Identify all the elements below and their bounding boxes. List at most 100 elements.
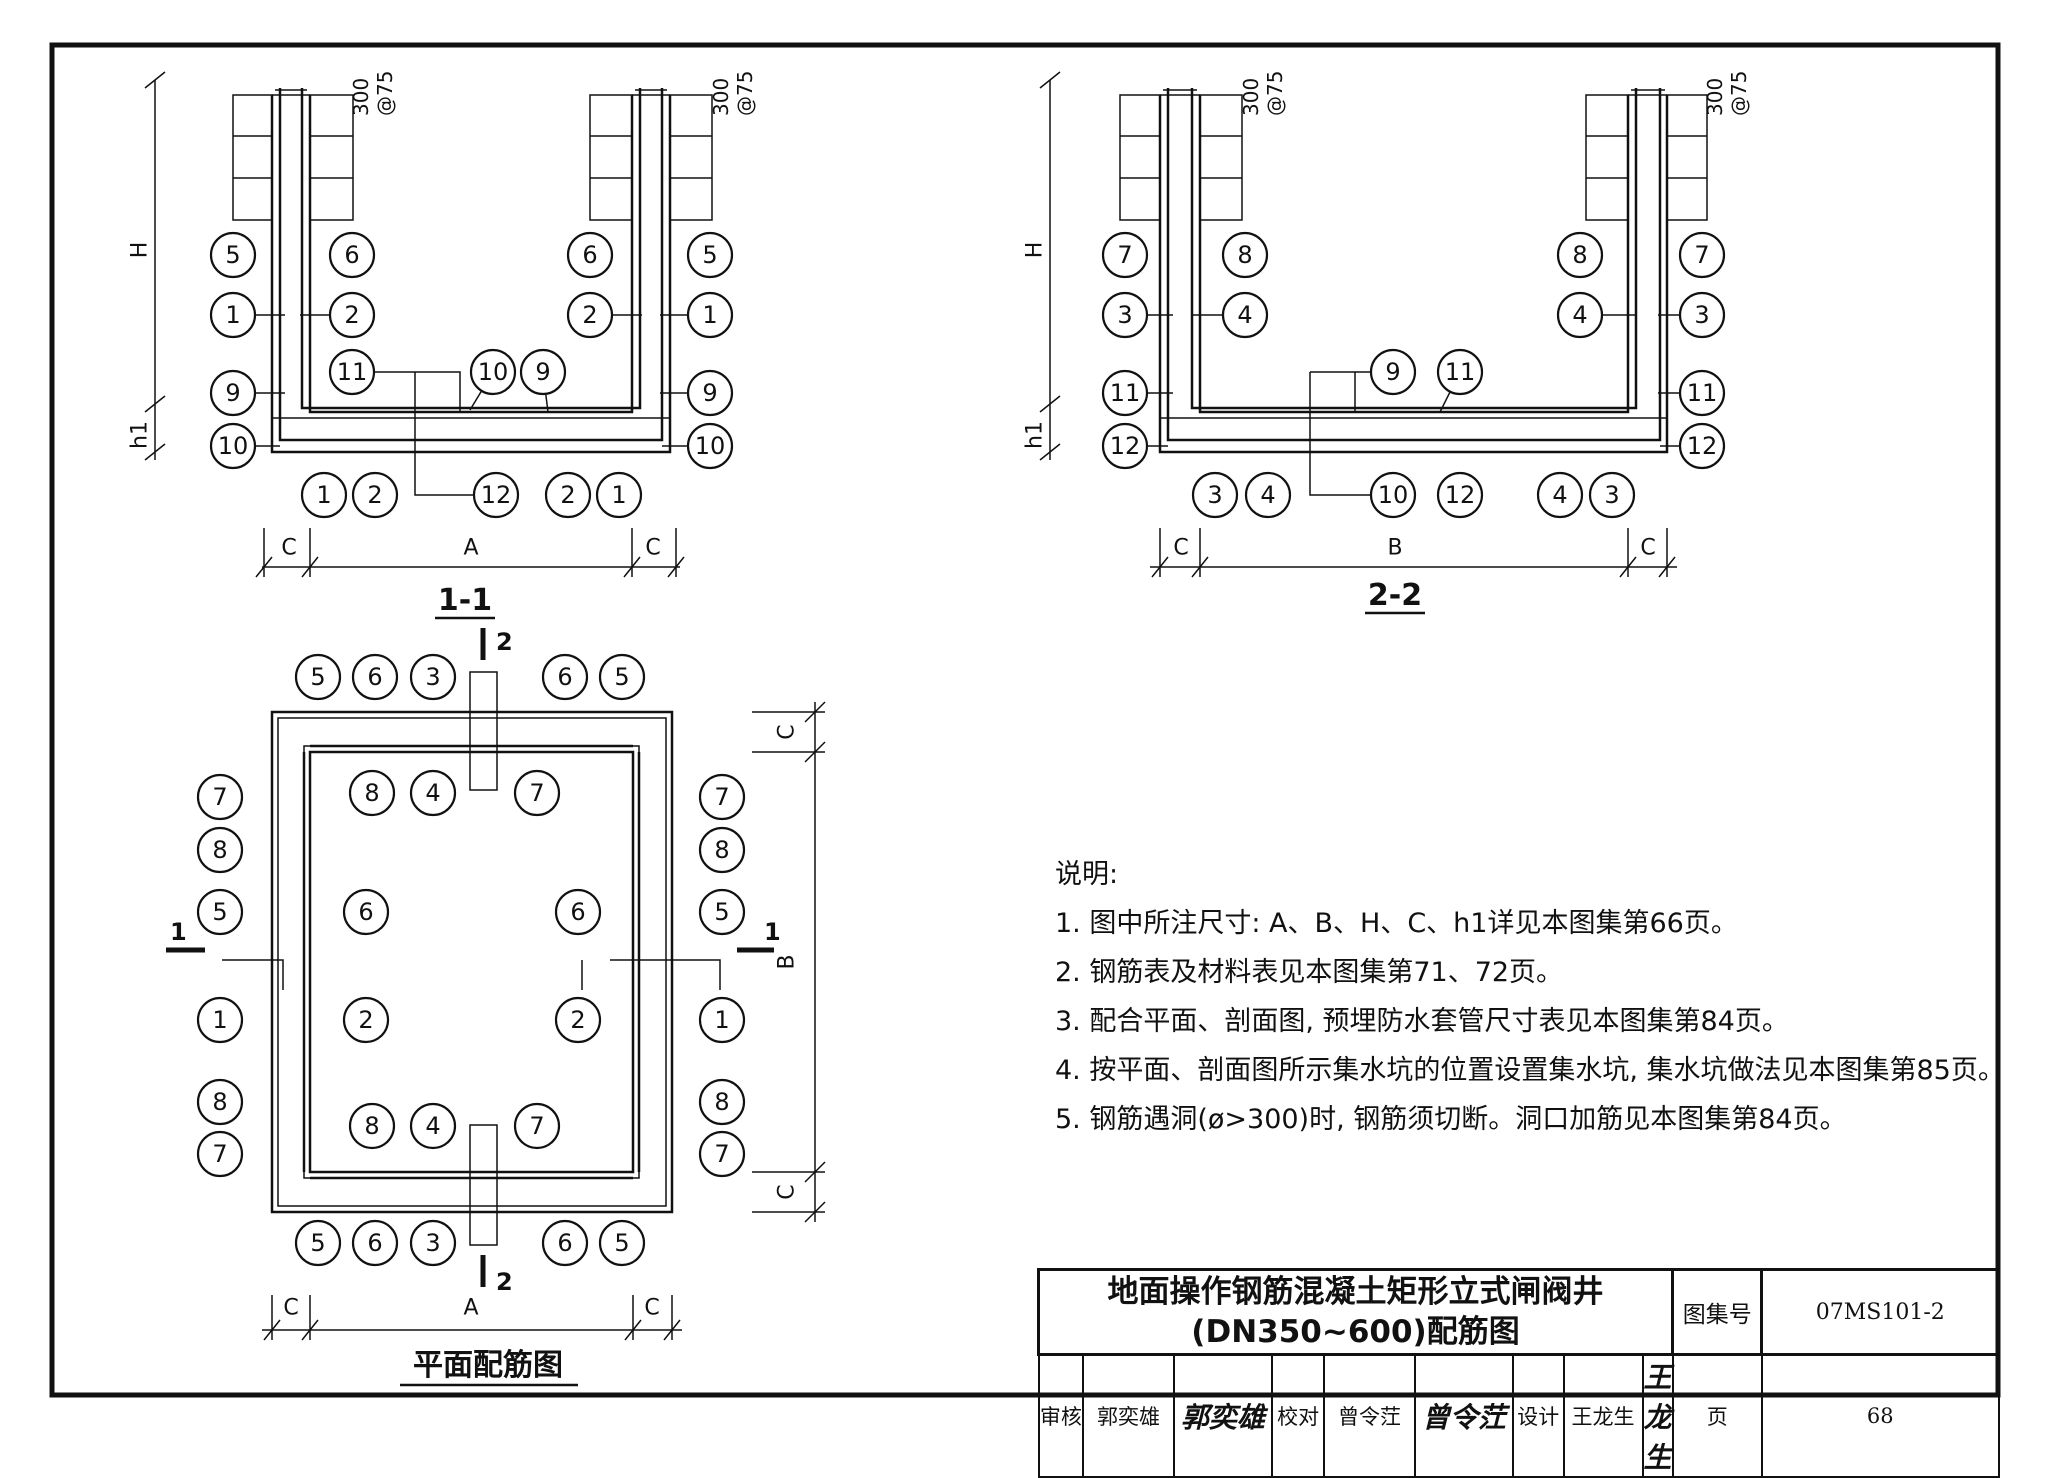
rebar-callout-bubble: 11	[1678, 369, 1726, 417]
rebar-callout-label: 5	[310, 663, 325, 691]
rebar-callout-label: 4	[1260, 481, 1275, 509]
dim-A: A	[463, 1296, 478, 1321]
section-title-2-2: 2-2	[1368, 578, 1422, 613]
rebar-callout-bubble: 1	[196, 996, 244, 1044]
rebar-callout-bubble: 1	[209, 291, 257, 339]
rebar-callout-label: 2	[344, 301, 359, 329]
section-title-1-1: 1-1	[438, 583, 492, 618]
rebar-callout-label: 12	[481, 481, 512, 509]
rebar-callout-bubble: 7	[1101, 231, 1149, 279]
rebar-callout-label: 3	[1117, 301, 1132, 329]
rebar-callout-label: 2	[358, 1006, 373, 1034]
spacing-right-top: 300	[1703, 78, 1727, 116]
atlas-no-label: 图集号	[1671, 1268, 1764, 1356]
rebar-callout-label: 4	[1237, 301, 1252, 329]
atlas-no: 07MS101-2	[1760, 1268, 2000, 1356]
rebar-callout-label: 5	[310, 1229, 325, 1257]
rebar-callout-bubble: 5	[196, 888, 244, 936]
page-label: 页	[1671, 1353, 1763, 1478]
spacing-left-top: 300	[349, 78, 373, 116]
rebar-callout-label: 3	[425, 1229, 440, 1257]
rebar-callout-label: 8	[1572, 241, 1587, 269]
drawing-title: 地面操作钢筋混凝土矩形立式闸阀井 (DN350~600)配筋图	[1036, 1268, 1675, 1356]
rebar-callout-label: 9	[1385, 358, 1400, 386]
rebar-callout-bubble: 7	[196, 773, 244, 821]
dim-h1: h1	[1023, 421, 1048, 449]
spacing-right-bottom: @75	[1727, 71, 1751, 116]
rebar-callout-label: 6	[557, 1229, 572, 1257]
rebar-callout-label: 7	[212, 1140, 227, 1168]
rebar-callout-bubble: 9	[209, 369, 257, 417]
rebar-callout-bubble: 3	[1101, 291, 1149, 339]
reviewer-name: 郭奕雄	[1082, 1353, 1175, 1478]
dim-H: H	[1023, 242, 1048, 259]
rebar-callout-bubble: 5	[598, 1219, 646, 1267]
rebar-callout-bubble: 6	[541, 653, 589, 701]
rebar-callout-bubble: 10	[1369, 471, 1417, 519]
rebar-callout-label: 10	[695, 432, 726, 460]
rebar-callout-bubble: 2	[328, 291, 376, 339]
rebar-callout-label: 10	[218, 432, 249, 460]
rebar-callout-bubble: 3	[1588, 471, 1636, 519]
rebar-callout-label: 8	[1237, 241, 1252, 269]
rebar-callout-bubble: 2	[342, 996, 390, 1044]
dim-C-right: C	[644, 1296, 659, 1321]
rebar-callout-bubble: 4	[1556, 291, 1604, 339]
checker-name: 曾令茳	[1323, 1353, 1416, 1478]
rebar-callout-label: 11	[337, 358, 368, 386]
section-2-2: 300 @75 300 @75 H h1 C B C 2-2	[1023, 71, 1751, 615]
spacing-right-bottom: @75	[733, 71, 757, 116]
rebar-callout-label: 2	[367, 481, 382, 509]
rebar-callout-bubble: 4	[1221, 291, 1269, 339]
rebar-callout-bubble: 6	[328, 231, 376, 279]
rebar-callout-label: 8	[212, 1088, 227, 1116]
rebar-callout-label: 6	[358, 898, 373, 926]
spacing-left-bottom: @75	[1263, 71, 1287, 116]
rebar-callout-bubble: 5	[209, 231, 257, 279]
rebar-callout-bubble: 6	[566, 231, 614, 279]
rebar-callout-label: 1	[702, 301, 717, 329]
rebar-callout-bubble: 1	[595, 471, 643, 519]
dim-h1: h1	[128, 421, 153, 449]
dim-C-left: C	[281, 536, 296, 561]
rebar-callout-label: 1	[225, 301, 240, 329]
design-label: 设计	[1512, 1353, 1565, 1478]
rebar-callout-bubble: 10	[469, 348, 517, 396]
dim-C-right: C	[645, 536, 660, 561]
rebar-callout-bubble: 2	[566, 291, 614, 339]
notes: 说明: 1. 图中所注尺寸: A、B、H、C、h1详见本图集第66页。 2. 钢…	[1055, 850, 2005, 1144]
rebar-callout-label: 3	[425, 663, 440, 691]
rebar-callout-bubble: 6	[554, 888, 602, 936]
check-label: 校对	[1270, 1353, 1326, 1478]
rebar-callout-label: 5	[225, 241, 240, 269]
rebar-callout-bubble: 9	[1369, 348, 1417, 396]
rebar-callout-label: 7	[529, 1112, 544, 1140]
rebar-callout-bubble: 10	[209, 422, 257, 470]
sheet-border	[49, 42, 2001, 1398]
rebar-callout-label: 5	[714, 898, 729, 926]
rebar-callout-label: 8	[714, 836, 729, 864]
rebar-callout-bubble: 8	[1221, 231, 1269, 279]
dim-C-top: C	[775, 724, 800, 739]
note-item: 3. 配合平面、剖面图, 预埋防水套管尺寸表见本图集第84页。	[1055, 1006, 1789, 1037]
rebar-callout-bubble: 3	[409, 653, 457, 701]
rebar-callout-bubble: 5	[598, 653, 646, 701]
cut-1-right: 1	[764, 918, 781, 946]
rebar-callout-bubble: 8	[698, 826, 746, 874]
rebar-callout-label: 4	[425, 779, 440, 807]
rebar-callout-label: 1	[316, 481, 331, 509]
reviewer-signature: 郭奕雄	[1172, 1353, 1273, 1478]
plan-reinforcement: 2 2 1 1 C B C C A C 平面配筋图	[166, 628, 826, 1387]
rebar-callout-label: 12	[1445, 481, 1476, 509]
rebar-callout-label: 1	[212, 1006, 227, 1034]
designer-signature: 王龙生	[1641, 1353, 1674, 1478]
rebar-callout-bubble: 12	[1678, 422, 1726, 470]
rebar-callout-bubble: 11	[328, 348, 376, 396]
spacing-left-bottom: @75	[373, 71, 397, 116]
rebar-callout-label: 6	[344, 241, 359, 269]
rebar-callout-label: 3	[1604, 481, 1619, 509]
rebar-callout-bubble: 7	[196, 1130, 244, 1178]
rebar-callout-label: 5	[212, 898, 227, 926]
rebar-callout-label: 10	[1378, 481, 1409, 509]
drawing-title-line1: 地面操作钢筋混凝土矩形立式闸阀井	[1107, 1274, 1604, 1310]
